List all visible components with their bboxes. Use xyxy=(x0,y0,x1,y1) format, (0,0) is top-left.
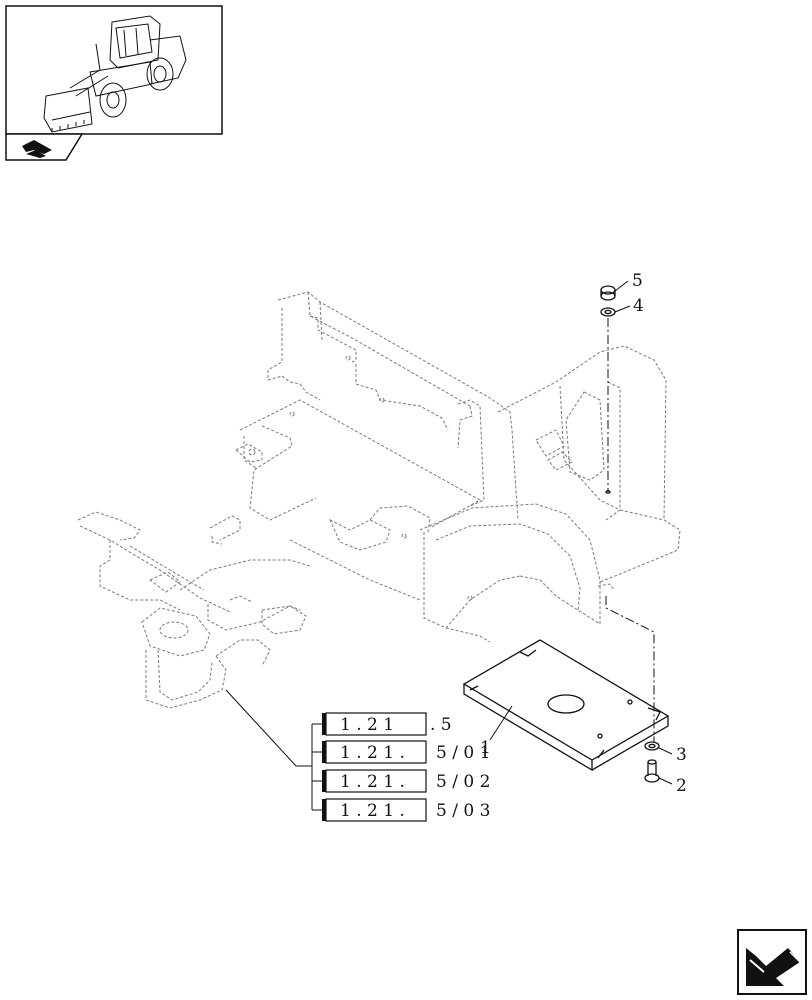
thumbnail-panel[interactable] xyxy=(5,5,223,135)
callout-5: 5 xyxy=(632,271,643,291)
next-page-arrow-icon xyxy=(746,948,801,986)
reference-tag-1-code: 1 . 2 1 xyxy=(340,715,394,735)
reference-tag-3-code: 1 . 2 1 . xyxy=(340,772,405,792)
reference-tag-1-suffix: . 5 xyxy=(430,715,452,735)
reference-tag-4[interactable]: 1 . 2 1 . 5 / 0 3 xyxy=(322,798,490,822)
reference-tag-3[interactable]: 1 . 2 1 . 5 / 0 2 xyxy=(322,769,490,793)
callout-2: 2 xyxy=(676,776,687,796)
frame-assembly-ghost xyxy=(77,291,681,709)
section-tab-icon xyxy=(22,140,52,158)
callout-4: 4 xyxy=(633,296,644,316)
reference-tag-2-code: 1 . 2 1 . xyxy=(340,743,405,763)
reference-tag-2-suffix: 5 / 0 1 xyxy=(436,743,490,763)
reference-tag-3-suffix: 5 / 0 2 xyxy=(436,772,490,792)
reference-tag-4-code: 1 . 2 1 . xyxy=(340,801,405,821)
callout-3: 3 xyxy=(676,745,687,765)
callout-1: 1 xyxy=(480,738,491,758)
bolt-part-2[interactable] xyxy=(644,759,660,783)
reference-tag-1[interactable]: 1 . 2 1 . 5 xyxy=(322,712,452,736)
wheel-loader-thumbnail-icon xyxy=(43,15,187,133)
section-tab[interactable] xyxy=(5,133,84,161)
reference-tag-2[interactable]: 1 . 2 1 . 5 / 0 1 xyxy=(322,740,490,764)
washer-part-3[interactable] xyxy=(644,741,660,751)
reference-tag-4-suffix: 5 / 0 3 xyxy=(436,801,490,821)
washer-part-4[interactable] xyxy=(600,307,616,317)
callout-leaders xyxy=(489,280,673,785)
reference-bracket xyxy=(225,689,326,811)
cover-plate-part-1[interactable] xyxy=(462,639,670,772)
nut-part-5[interactable] xyxy=(600,285,616,301)
assembly-lines xyxy=(605,318,655,742)
next-page-button[interactable] xyxy=(737,929,807,995)
